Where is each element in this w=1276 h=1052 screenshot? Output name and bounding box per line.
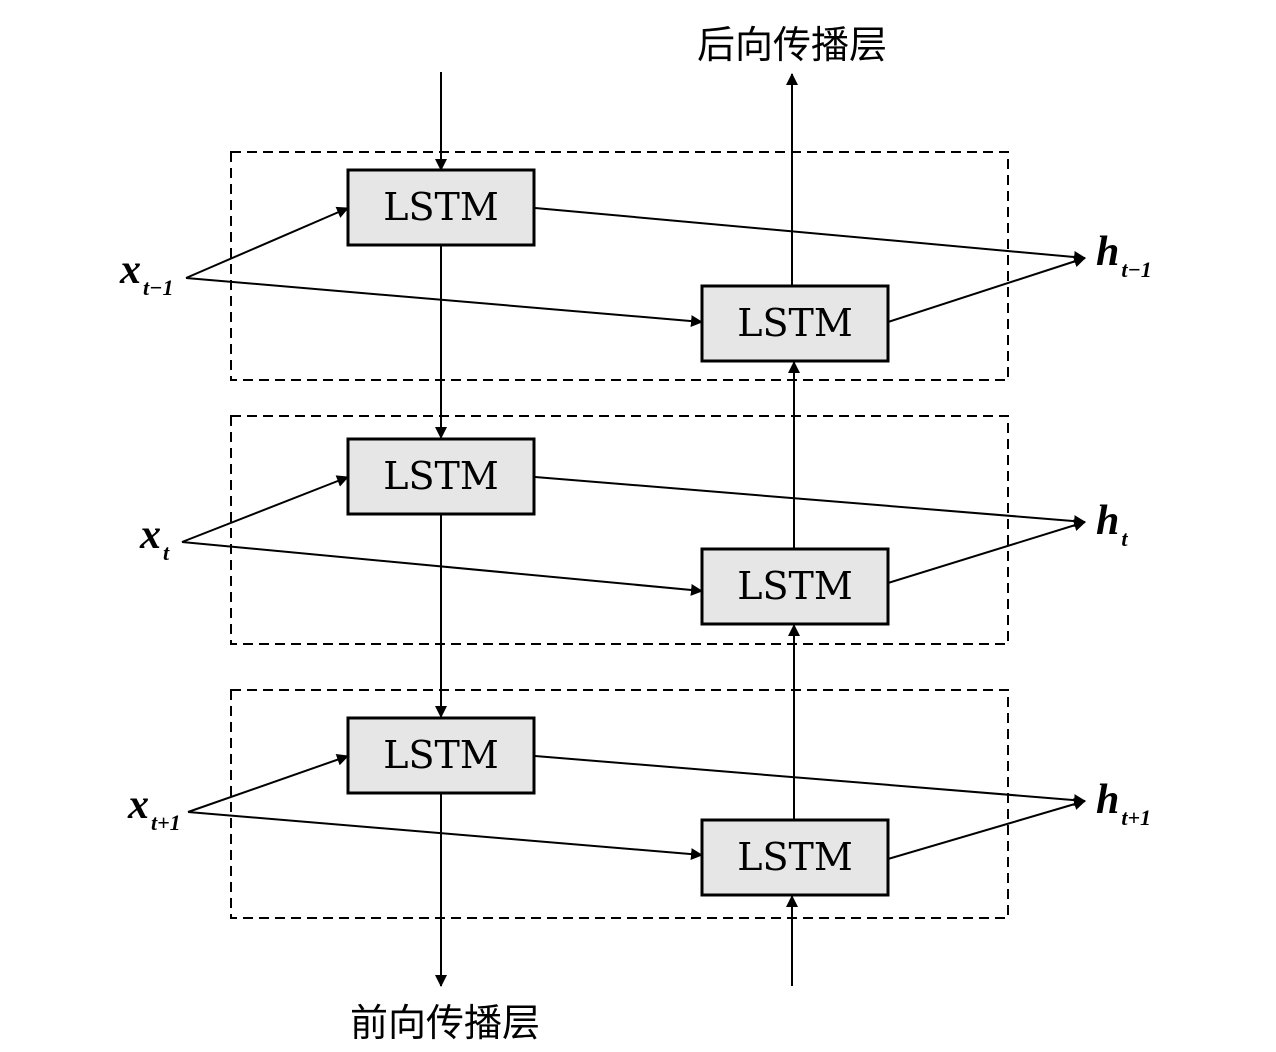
backward-to-output-edge xyxy=(887,255,1086,323)
input-subscript: t+1 xyxy=(151,810,181,835)
backward-lstm-box xyxy=(700,547,890,626)
timestep-frame-t xyxy=(230,415,1009,645)
forward-to-output-edge xyxy=(534,755,1086,807)
backward-lstm-label: LSTM xyxy=(737,301,853,345)
backward-lstm-label: LSTM xyxy=(737,835,853,879)
forward-lstm-label: LSTM xyxy=(383,185,499,229)
input-base: x xyxy=(139,512,161,558)
backward-to-output-edge xyxy=(887,519,1086,584)
output-label: ht xyxy=(1096,498,1128,551)
row-t: LSTM LSTM xt ht xyxy=(139,437,1128,626)
input-to-forward-edge xyxy=(185,206,349,279)
input-to-forward-edge xyxy=(181,475,349,543)
input-label: xt−1 xyxy=(119,247,173,300)
input-to-backward-edge xyxy=(187,811,703,861)
forward-layer-title: 前向传播层 xyxy=(350,1001,540,1045)
row-t-minus-1: LSTM LSTM xt−1 ht−1 xyxy=(119,168,1152,363)
output-base: h xyxy=(1096,777,1119,823)
output-subscript: t xyxy=(1121,526,1128,551)
input-base: x xyxy=(127,782,149,828)
output-subscript: t+1 xyxy=(1121,805,1151,830)
row-t-plus-1: LSTM LSTM xt+1 ht+1 xyxy=(127,716,1151,897)
forward-to-output-edge xyxy=(534,207,1086,263)
forward-to-output-edge xyxy=(534,476,1086,528)
output-base: h xyxy=(1096,229,1119,275)
input-to-forward-edge xyxy=(187,753,349,813)
forward-lstm-box xyxy=(346,168,536,247)
output-base: h xyxy=(1096,498,1119,544)
forward-lstm-box xyxy=(346,716,536,795)
input-subscript: t−1 xyxy=(143,275,173,300)
input-subscript: t xyxy=(163,540,170,565)
forward-lstm-box xyxy=(346,437,536,516)
backward-lstm-box xyxy=(700,284,890,363)
backward-lstm-label: LSTM xyxy=(737,564,853,608)
input-to-backward-edge xyxy=(185,277,703,328)
backward-layer-title: 后向传播层 xyxy=(697,23,887,67)
backward-to-output-edge xyxy=(887,798,1086,860)
input-label: xt+1 xyxy=(127,782,181,835)
input-to-backward-edge xyxy=(181,541,703,596)
timestep-frame-t-minus-1 xyxy=(230,151,1009,381)
forward-lstm-label: LSTM xyxy=(383,733,499,777)
input-base: x xyxy=(119,247,141,293)
forward-lstm-label: LSTM xyxy=(383,454,499,498)
output-subscript: t−1 xyxy=(1121,257,1151,282)
backward-lstm-box xyxy=(700,818,890,897)
timestep-frame-t-plus-1 xyxy=(230,689,1009,919)
input-label: xt xyxy=(139,512,170,565)
output-label: ht+1 xyxy=(1096,777,1151,830)
output-label: ht−1 xyxy=(1096,229,1152,282)
